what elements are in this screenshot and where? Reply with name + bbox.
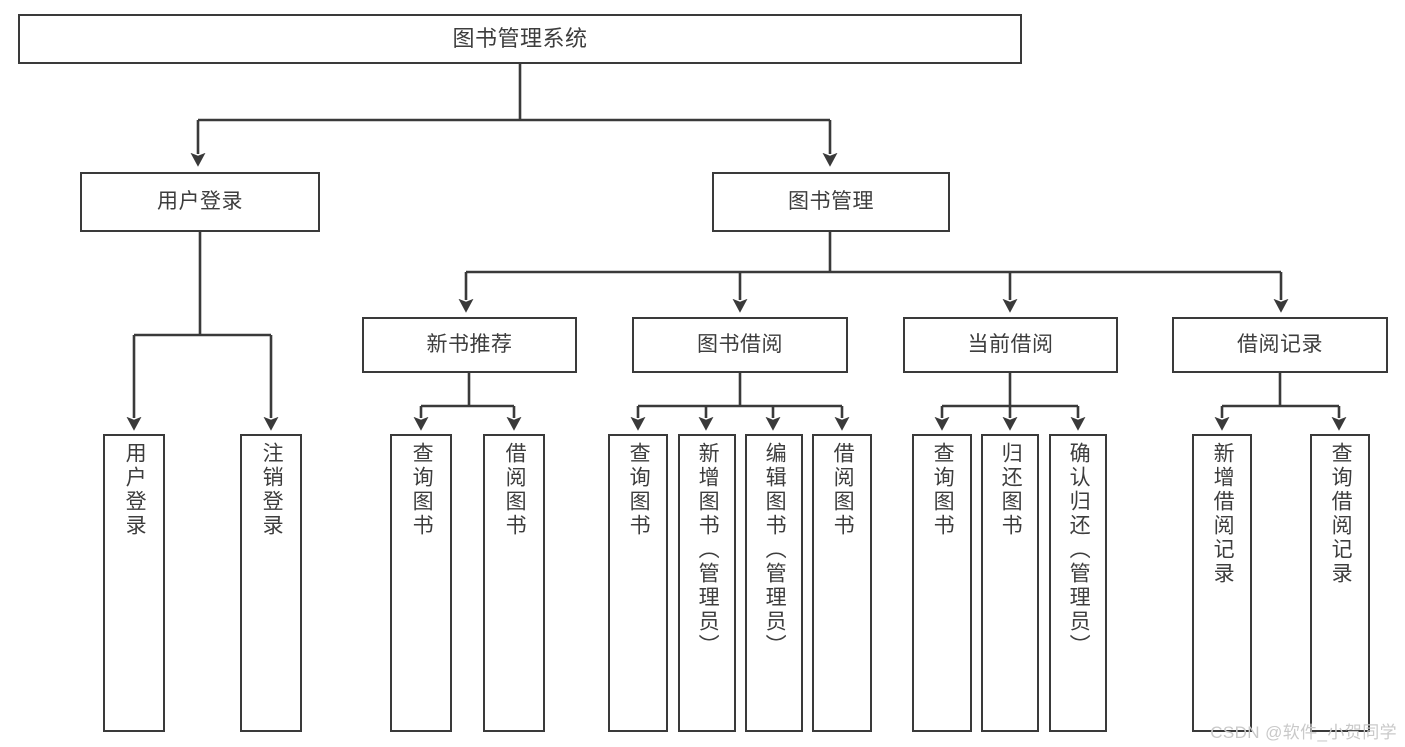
node-label: 借阅图书 (503, 442, 527, 538)
node-current-borrow[interactable]: 当前借阅 (903, 317, 1118, 373)
leaf-query-book-borrow[interactable]: 查询图书 (608, 434, 668, 732)
node-borrow-record[interactable]: 借阅记录 (1172, 317, 1388, 373)
leaf-add-borrow-record[interactable]: 新增借阅记录 (1192, 434, 1252, 732)
node-book-borrow[interactable]: 图书借阅 (632, 317, 848, 373)
leaf-query-borrow-record[interactable]: 查询借阅记录 (1310, 434, 1370, 732)
leaf-confirm-return-admin[interactable]: 确认归还（管理员） (1049, 434, 1107, 732)
node-label: 借阅图书 (831, 442, 855, 538)
node-label: 查询借阅记录 (1329, 442, 1353, 586)
node-label: 编辑图书（管理员） (763, 442, 787, 658)
node-book-management[interactable]: 图书管理 (712, 172, 950, 232)
node-label: 注销登录 (260, 442, 284, 538)
node-label: 新书推荐 (426, 332, 513, 356)
node-user-login[interactable]: 用户登录 (80, 172, 320, 232)
node-label: 图书管理系统 (452, 26, 588, 52)
node-label: 查询图书 (931, 442, 955, 538)
leaf-logout[interactable]: 注销登录 (240, 434, 302, 732)
leaf-user-login[interactable]: 用户登录 (103, 434, 165, 732)
node-label: 用户登录 (157, 189, 243, 213)
leaf-query-book-current[interactable]: 查询图书 (912, 434, 972, 732)
leaf-borrow-book[interactable]: 借阅图书 (812, 434, 872, 732)
leaf-return-book[interactable]: 归还图书 (981, 434, 1039, 732)
node-new-book-recommend[interactable]: 新书推荐 (362, 317, 577, 373)
leaf-add-book-admin[interactable]: 新增图书（管理员） (678, 434, 736, 732)
node-label: 查询图书 (627, 442, 651, 538)
node-label: 当前借阅 (967, 332, 1054, 356)
leaf-edit-book-admin[interactable]: 编辑图书（管理员） (745, 434, 803, 732)
node-label: 图书管理 (788, 189, 874, 213)
leaf-query-book-new[interactable]: 查询图书 (390, 434, 452, 732)
node-label: 新增图书（管理员） (696, 442, 720, 658)
node-label: 归还图书 (999, 442, 1023, 538)
node-root-system[interactable]: 图书管理系统 (18, 14, 1022, 64)
node-label: 用户登录 (123, 442, 147, 538)
watermark-text: CSDN @软件_小贺同学 (1210, 723, 1397, 742)
leaf-borrow-book-new[interactable]: 借阅图书 (483, 434, 545, 732)
node-label: 新增借阅记录 (1211, 442, 1235, 586)
node-label: 图书借阅 (697, 332, 783, 356)
node-label: 借阅记录 (1237, 332, 1323, 356)
node-label: 确认归还（管理员） (1067, 442, 1091, 658)
node-label: 查询图书 (410, 442, 434, 538)
